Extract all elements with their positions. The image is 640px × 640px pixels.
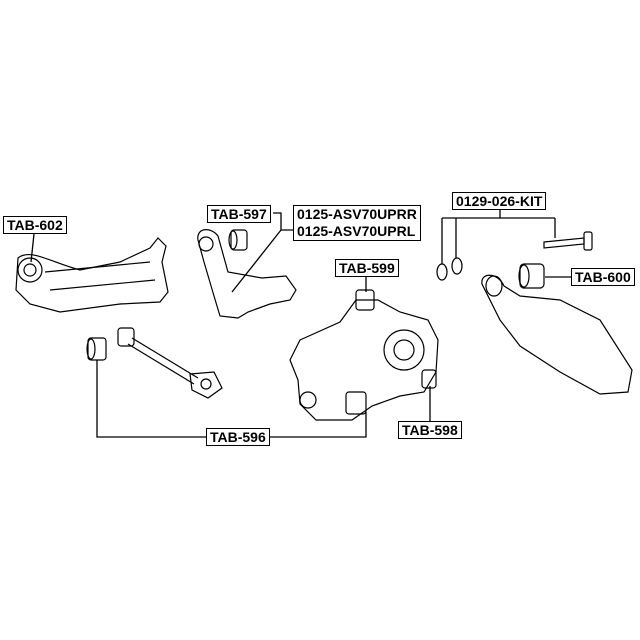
knuckle: [289, 289, 439, 421]
upper-arm: [197, 229, 297, 319]
label-tab-599: TAB-599: [335, 259, 399, 277]
cam-bolt-kit: [436, 231, 593, 281]
leader-lines: [30, 210, 571, 438]
label-upper-arm-assembly: 0125-ASV70UPRR 0125-ASV70UPRL: [293, 205, 421, 241]
label-tab-596: TAB-596: [206, 428, 270, 446]
label-0125-asv70uprr: 0125-ASV70UPRR: [297, 206, 417, 222]
lower-arm: [481, 263, 633, 395]
label-tab-600: TAB-600: [571, 268, 635, 286]
lateral-rod: [86, 327, 223, 399]
label-0125-asv70uprl: 0125-ASV70UPRL: [297, 223, 416, 239]
label-tab-597: TAB-597: [207, 205, 271, 223]
label-tab-602: TAB-602: [3, 216, 67, 234]
label-tab-598: TAB-598: [398, 421, 462, 439]
trailing-arm: [15, 237, 169, 313]
label-0129-026-kit: 0129-026-KIT: [452, 192, 547, 210]
